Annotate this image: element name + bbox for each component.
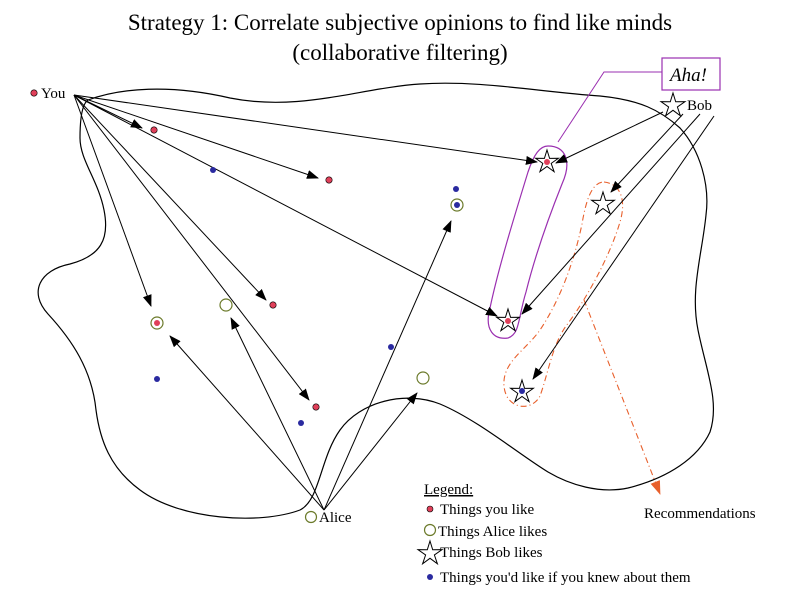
- alice-like-circle: [416, 371, 430, 385]
- you-like-dot: [150, 126, 158, 134]
- unknown-like-dot: [210, 167, 216, 173]
- bob-like-star: [590, 190, 616, 216]
- legend-unknown-like-icon: [427, 574, 433, 580]
- diagram-title-line2: (collaborative filtering): [292, 40, 507, 65]
- legend-item-alice-likes: Things Alice likes: [438, 524, 547, 540]
- unknown-like-dot: [388, 344, 394, 350]
- alice-arrows: [169, 220, 452, 511]
- aha-cluster-outline: [487, 145, 568, 339]
- legend-bob-like-icon: [416, 539, 444, 566]
- you-like-dot: [154, 320, 160, 326]
- legend-you-like-icon: [426, 505, 434, 513]
- legend-item-you-like: Things you like: [440, 502, 535, 518]
- universe-blob: [37, 82, 715, 519]
- aha-callout-box: [661, 57, 721, 91]
- bob-label: Bob: [687, 98, 712, 114]
- alice-avatar-circle: [304, 510, 318, 524]
- things-youd-like: [154, 167, 459, 426]
- you-avatar-dot: [30, 89, 38, 97]
- legend-item-youd-like: Things you'd like if you knew about them: [440, 570, 691, 586]
- you-like-dot: [544, 159, 550, 165]
- recommendation-cluster-outline: [503, 181, 624, 407]
- you-arrows: [73, 94, 538, 401]
- legend-heading: Legend:: [424, 482, 473, 498]
- alice-label: Alice: [319, 510, 352, 526]
- recommendations-arrow: [583, 299, 661, 495]
- unknown-like-dot: [154, 376, 160, 382]
- legend: Legend: Things you like Things Alice lik…: [416, 482, 691, 586]
- recommendations-label: Recommendations: [644, 506, 756, 522]
- things-bob-likes: [495, 91, 687, 404]
- you-like-dot: [505, 318, 511, 324]
- you-label: You: [41, 86, 66, 102]
- you-like-dot: [269, 301, 277, 309]
- you-like-dot: [325, 176, 333, 184]
- unknown-like-dot: [454, 202, 460, 208]
- alice-like-circle: [150, 316, 164, 330]
- bob-avatar-star: [659, 91, 687, 118]
- aha-callout-line: [557, 71, 662, 143]
- legend-alice-like-icon: [423, 523, 437, 537]
- aha-callout-text: Aha!: [668, 65, 707, 86]
- legend-item-bob-likes: Things Bob likes: [440, 545, 543, 561]
- things-alice-likes: [150, 198, 464, 385]
- bob-arrows: [521, 111, 715, 380]
- diagram-title-line1: Strategy 1: Correlate subjective opinion…: [128, 10, 672, 35]
- unknown-like-dot: [298, 420, 304, 426]
- alice-like-circle: [219, 298, 233, 312]
- unknown-like-dot: [453, 186, 459, 192]
- you-like-dot: [312, 403, 320, 411]
- alice-like-circle: [450, 198, 464, 212]
- things-you-like: [150, 126, 333, 411]
- unknown-like-dot: [519, 388, 525, 394]
